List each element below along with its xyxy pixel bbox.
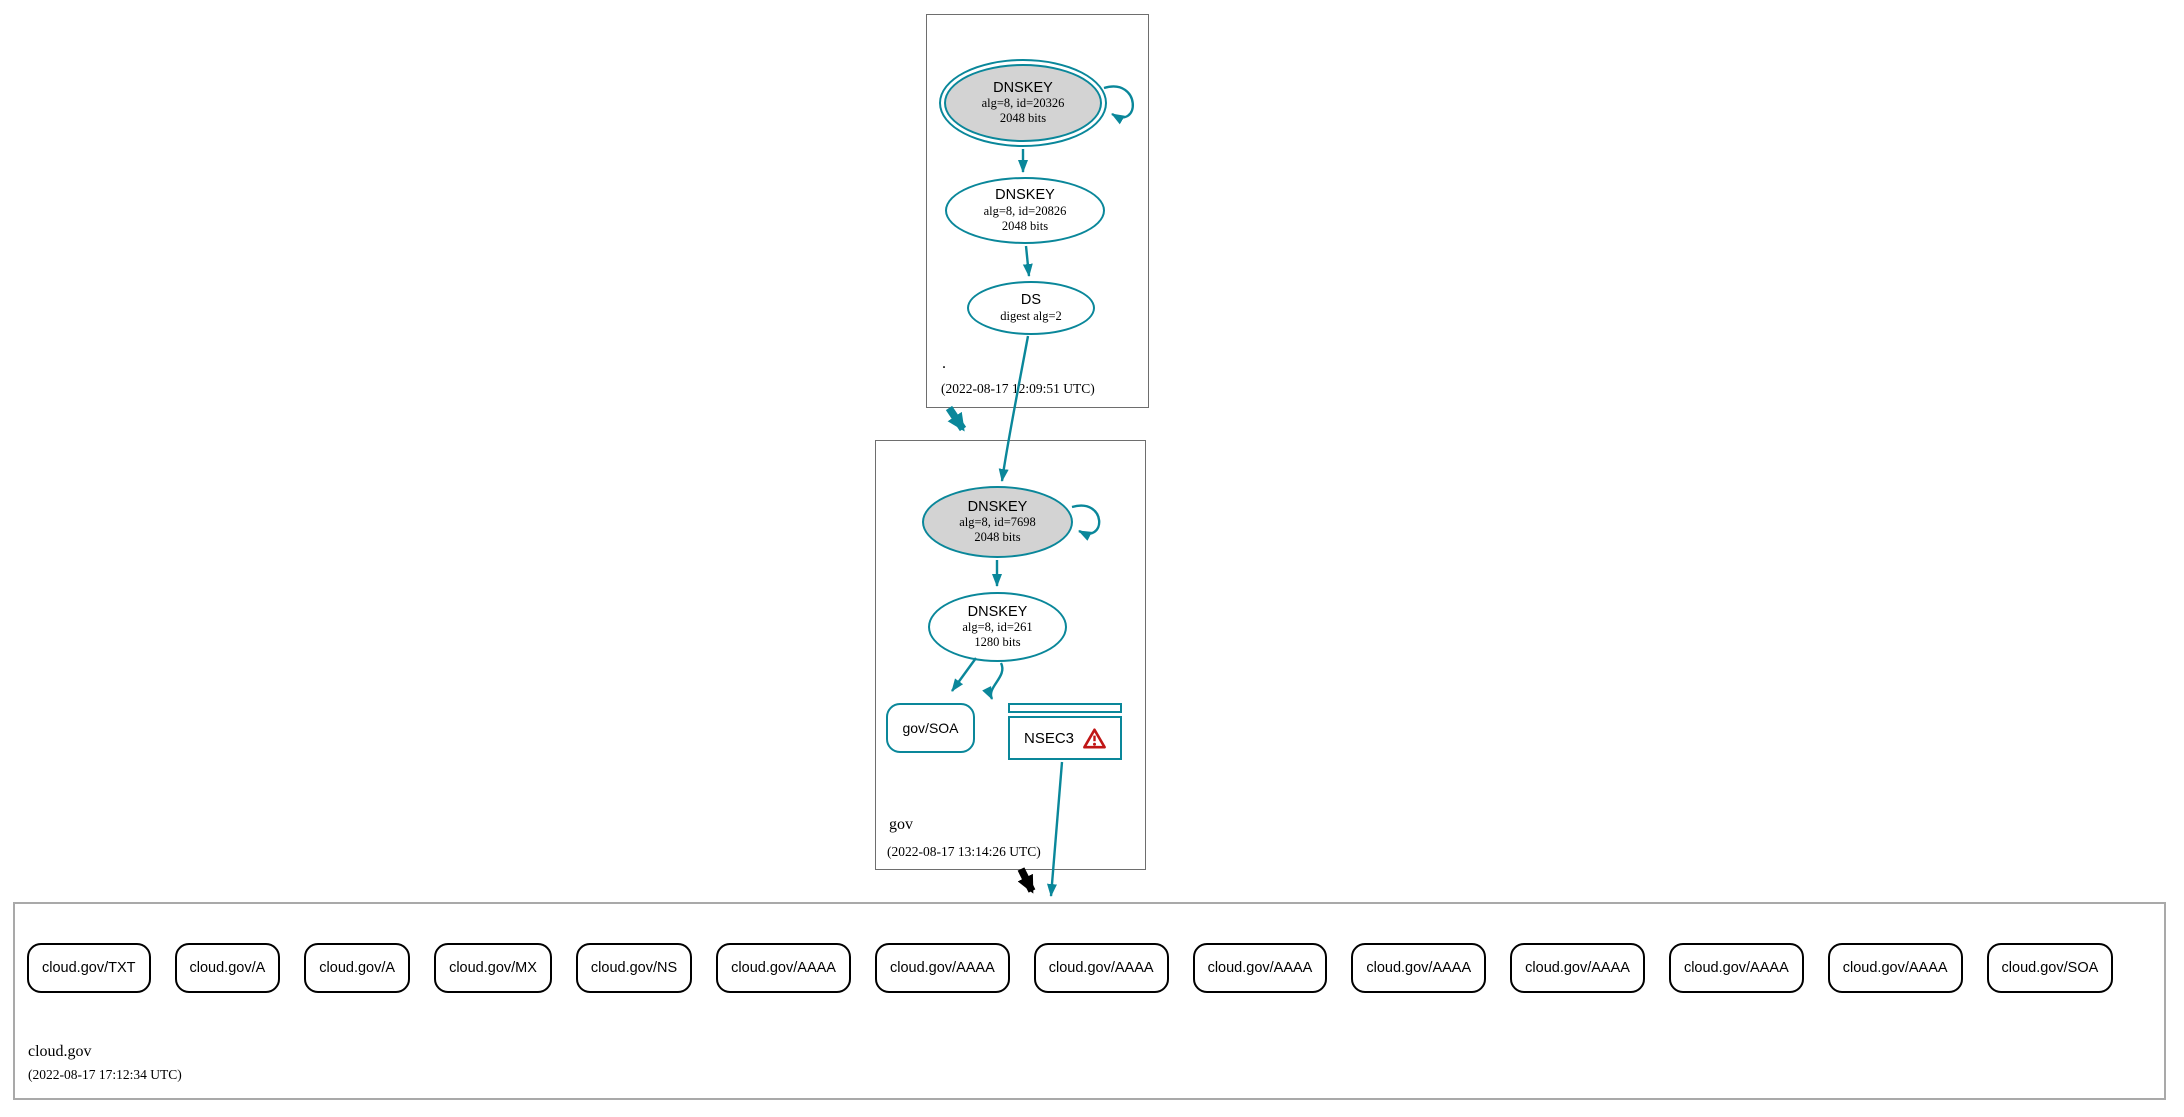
rrset-node-a: cloud.gov/A [304, 943, 411, 993]
zone-name-root: . [942, 355, 946, 372]
node-detail: alg=8, id=261 [962, 620, 1033, 635]
node-detail: 1280 bits [974, 635, 1021, 650]
node-detail: alg=8, id=20826 [983, 203, 1067, 218]
zone-timestamp-cloud-gov: (2022-08-17 17:12:34 UTC) [28, 1067, 182, 1082]
rrset-node-mx: cloud.gov/MX [434, 943, 552, 993]
rrset-node-ns: cloud.gov/NS [575, 943, 693, 993]
node-title: DS [1020, 292, 1042, 309]
edge-delegation-gov-to-cloud-gov [1017, 867, 1036, 894]
rrset-node-soa: cloud.gov/SOA [1986, 943, 2114, 993]
rrset-node-aaaa: cloud.gov/AAAA [1510, 943, 1645, 993]
cloud-gov-rrset-row: cloud.gov/TXT cloud.gov/A cloud.gov/A cl… [27, 943, 2114, 993]
rrset-node-aaaa: cloud.gov/AAAA [1033, 943, 1169, 993]
rrset-node-aaaa: cloud.gov/AAAA [716, 943, 851, 993]
rrset-node-aaaa: cloud.gov/AAAA [1192, 943, 1328, 993]
node-detail: alg=8, id=20326 [981, 96, 1065, 111]
root-ds-node: DS digest alg=2 [967, 281, 1095, 335]
root-zsk-dnskey-node: DNSKEY alg=8, id=20826 2048 bits [945, 177, 1105, 244]
zone-timestamp-root: (2022-08-17 12:09:51 UTC) [941, 381, 1095, 396]
node-detail: digest alg=2 [1000, 308, 1062, 323]
rrset-node-aaaa: cloud.gov/AAAA [874, 943, 1010, 993]
root-ksk-dnskey-node: DNSKEY alg=8, id=20326 2048 bits [944, 64, 1102, 142]
node-title: DNSKEY [967, 603, 1028, 620]
nsec3-label: NSEC3 [1023, 729, 1075, 747]
zone-name-cloud-gov: cloud.gov [28, 1043, 92, 1060]
rrset-node-aaaa: cloud.gov/AAAA [1351, 943, 1487, 993]
node-title: DNSKEY [993, 79, 1053, 96]
node-detail: 2048 bits [1001, 218, 1049, 233]
gov-ksk-dnskey-node: DNSKEY alg=8, id=7698 2048 bits [922, 486, 1073, 558]
node-title: DNSKEY [995, 187, 1055, 204]
rrset-node-txt: cloud.gov/TXT [27, 943, 151, 993]
rrset-node-aaaa: cloud.gov/AAAA [1668, 943, 1804, 993]
rrset-node-a: cloud.gov/A [174, 943, 281, 993]
warning-icon [1083, 728, 1106, 748]
gov-zsk-dnskey-node: DNSKEY alg=8, id=261 1280 bits [928, 592, 1067, 662]
node-title: DNSKEY [967, 498, 1028, 515]
node-detail: alg=8, id=7698 [959, 515, 1036, 530]
zone-timestamp-gov: (2022-08-17 13:14:26 UTC) [887, 844, 1041, 859]
nsec3-node: NSEC3 [1008, 716, 1122, 760]
zone-name-gov: gov [889, 816, 913, 833]
zone-box-cloud-gov [13, 902, 2166, 1100]
node-detail: 2048 bits [974, 530, 1021, 545]
gov-soa-node: gov/SOA [886, 703, 975, 753]
nsec3-node-top-band [1008, 703, 1122, 713]
node-detail: 2048 bits [999, 111, 1047, 126]
edge-delegation-root-to-gov [945, 405, 967, 432]
rrset-node-aaaa: cloud.gov/AAAA [1827, 943, 1963, 993]
